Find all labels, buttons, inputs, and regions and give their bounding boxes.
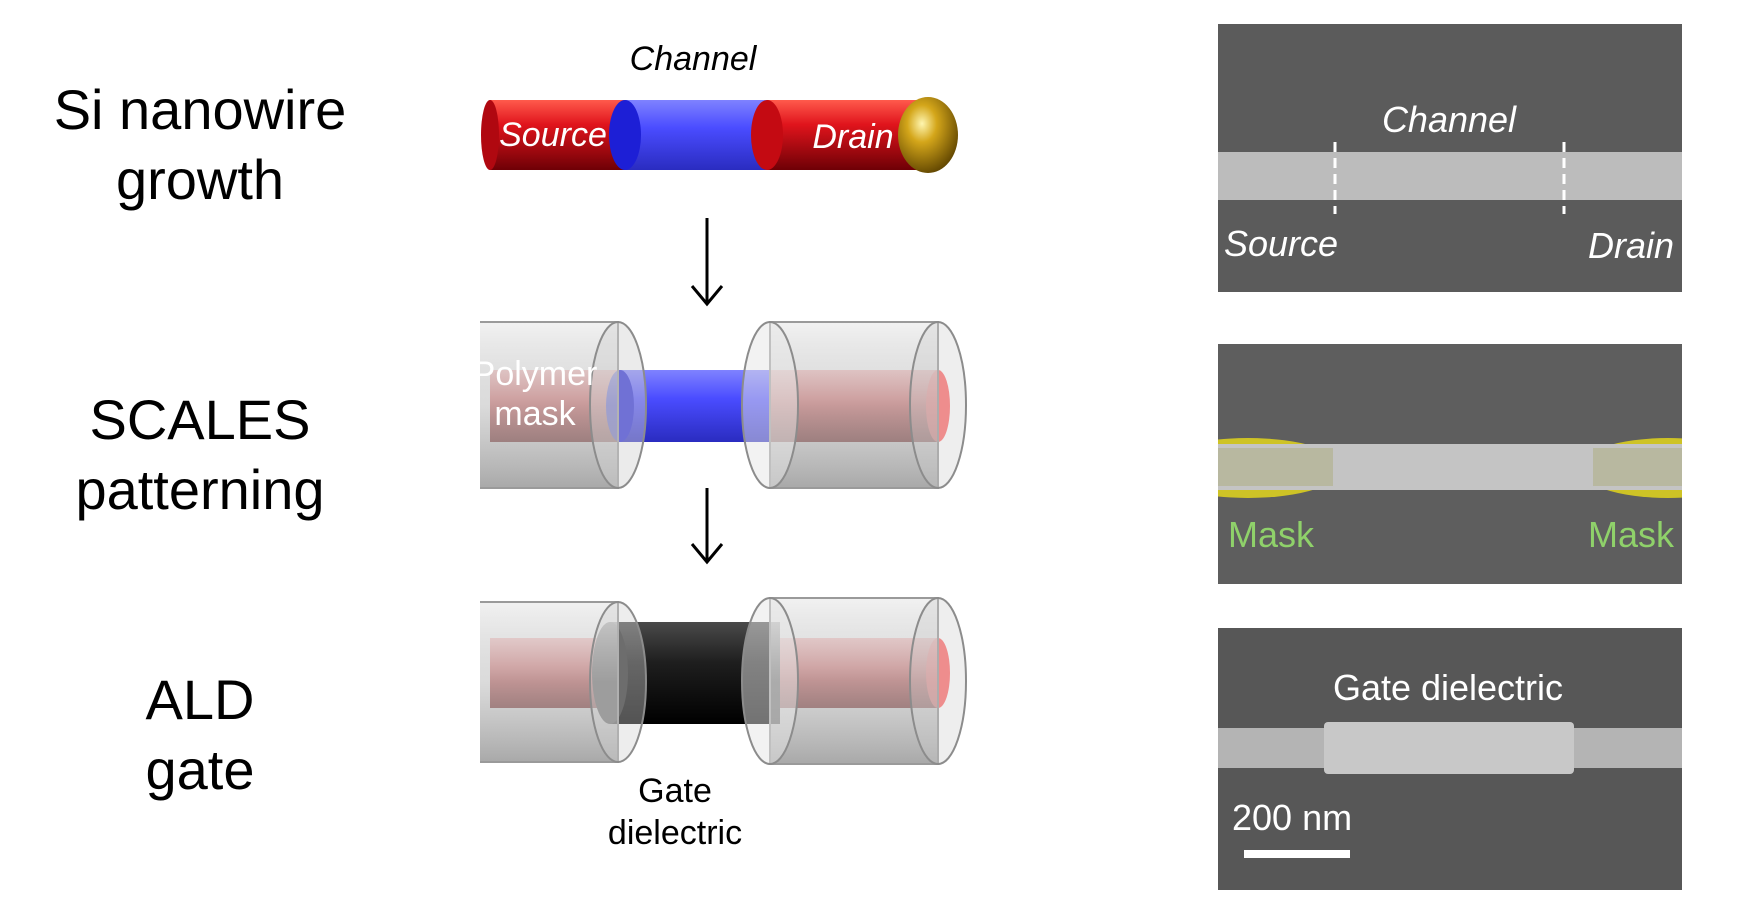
- nanowire-row: Channel Source Drain: [481, 40, 958, 173]
- step-growth-line2: growth: [115, 148, 285, 211]
- step-patterning-line2: patterning: [75, 458, 325, 521]
- step-patterning-line1: SCALES: [89, 388, 311, 451]
- sem-micrograph-bottom: Gate dielectric 200 nm: [1218, 628, 1682, 890]
- step-label-patterning: SCALES patterning: [30, 385, 370, 525]
- polymer-mask-left: [480, 321, 619, 489]
- polymer-mask-right-start: [741, 321, 799, 489]
- polymer-mask-left-end: [589, 321, 647, 489]
- drain-left-face: [751, 100, 783, 170]
- sem-mask-right-label: Mask: [1588, 514, 1675, 555]
- ald-row: Gate dielectric: [480, 597, 967, 852]
- gate-dielectric-label-line2: dielectric: [608, 814, 742, 852]
- step-ald-line2: gate: [145, 738, 255, 801]
- arrow-down-icon: [690, 488, 724, 565]
- mask-shell-right-end: [909, 597, 967, 765]
- patterning-row: Polymer mask: [480, 321, 967, 489]
- sem-micrograph-top: Channel Source Drain: [1218, 24, 1682, 292]
- channel-left-face: [609, 100, 641, 170]
- scale-bar-label: 200 nm: [1232, 797, 1352, 838]
- polymer-mask-right-end: [909, 321, 967, 489]
- step-ald-line1: ALD: [145, 668, 255, 731]
- arrow-down-icon: [690, 218, 724, 307]
- mask-shell-right-start: [741, 597, 799, 765]
- channel-label: Channel: [630, 40, 758, 78]
- gate-dielectric-region: [1324, 722, 1574, 774]
- sem-gate-dielectric-label: Gate dielectric: [1333, 667, 1563, 708]
- mask-shell-left: [480, 601, 619, 763]
- sem-mask-left-label: Mask: [1228, 514, 1315, 555]
- source-label: Source: [499, 116, 607, 154]
- channel-segment: [625, 100, 775, 170]
- nanowire-left-masked: [1218, 448, 1333, 486]
- polymer-mask-label-line2: mask: [494, 395, 576, 433]
- source-end-cap: [481, 100, 499, 170]
- scale-bar: [1244, 850, 1350, 858]
- sem-micrograph-middle: Mask Mask: [1218, 344, 1682, 584]
- drain-label: Drain: [812, 118, 893, 156]
- nanowire-image: [1218, 152, 1682, 200]
- schematic: Channel Source Drain: [480, 40, 967, 852]
- gold-catalyst: [898, 97, 958, 173]
- sem-channel-label: Channel: [1382, 99, 1517, 140]
- step-growth-line1: Si nanowire: [53, 78, 347, 141]
- sem-source-label: Source: [1224, 223, 1338, 264]
- sem-drain-label: Drain: [1588, 225, 1674, 266]
- nanowire-right-masked: [1593, 448, 1682, 486]
- step-label-ald: ALD gate: [30, 665, 370, 805]
- polymer-mask-label-line1: Polymer: [480, 355, 597, 393]
- gate-dielectric-label-line1: Gate: [638, 772, 712, 810]
- step-label-growth: Si nanowire growth: [30, 75, 370, 215]
- mask-shell-left-end: [589, 601, 647, 763]
